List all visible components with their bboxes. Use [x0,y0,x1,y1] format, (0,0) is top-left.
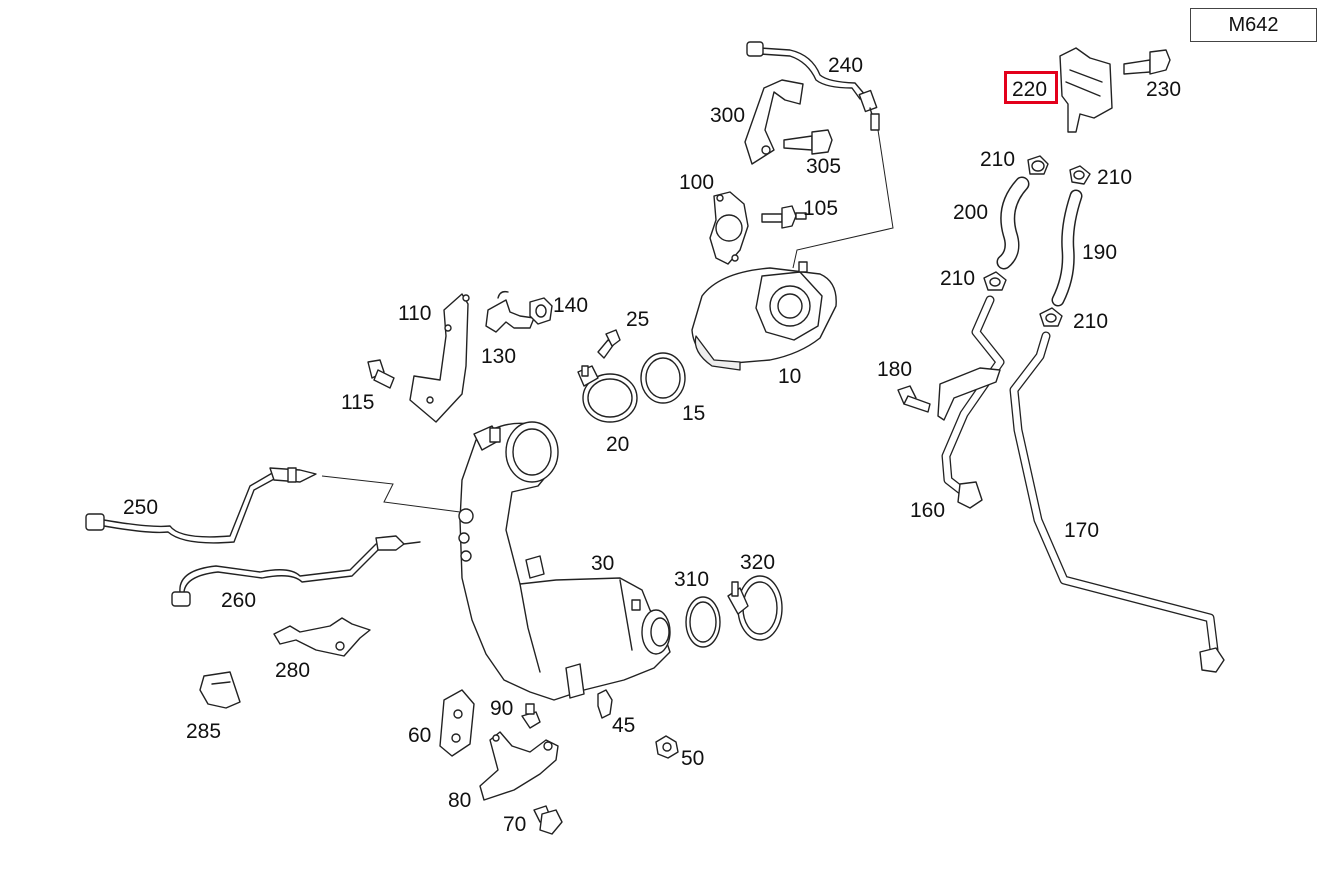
callout-115: 115 [341,391,374,414]
part-210-hose-clamp[interactable] [983,271,1007,291]
callout-labels: 240 300 305 100 105 10 15 20 25 110 130 … [123,54,1181,836]
part-10-particulate-filter[interactable] [691,261,837,371]
callout-210: 210 [940,267,975,290]
part-50-nut[interactable] [655,735,679,759]
callout-160: 160 [910,499,945,522]
callout-50: 50 [681,747,704,770]
callout-300: 300 [710,104,745,127]
highlighted-part-marker [1004,71,1058,104]
part-310-gasket-ring[interactable] [685,596,721,648]
part-130-clip[interactable] [485,290,535,333]
part-170-pipe[interactable] [1009,331,1225,673]
part-20-clamp[interactable] [577,365,638,423]
callout-80: 80 [448,789,471,812]
callout-230: 230 [1146,78,1181,101]
part-250-sensor-cable[interactable] [85,467,317,544]
part-115-fitting[interactable] [367,359,395,389]
part-15-gasket-ring[interactable] [640,352,686,404]
callout-130: 130 [481,345,516,368]
callout-190: 190 [1082,241,1117,264]
callout-285: 285 [186,720,221,743]
part-160-pipe[interactable] [937,295,1005,509]
part-240-exhaust-temperature-sensor[interactable] [746,41,880,131]
part-210-hose-clamp[interactable] [1039,307,1063,327]
callout-280: 280 [275,659,310,682]
callout-100: 100 [679,171,714,194]
callout-220: 220 [1012,78,1047,101]
callout-260: 260 [221,589,256,612]
callout-250: 250 [123,496,158,519]
callout-60: 60 [408,724,431,747]
part-90-bolt[interactable] [521,703,541,729]
part-30-catalytic-converter[interactable] [458,421,671,701]
callout-310: 310 [674,568,709,591]
callout-240: 240 [828,54,863,77]
part-230-bolt[interactable] [1123,49,1171,75]
part-110-bracket[interactable] [409,293,470,423]
callout-70: 70 [503,813,526,836]
leader-line [321,475,461,513]
part-70-bolt[interactable] [533,805,563,835]
part-190-hose[interactable] [1051,189,1083,307]
callout-210: 210 [980,148,1015,171]
part-60-plate[interactable] [439,689,475,757]
part-305-bolt[interactable] [783,129,833,155]
callout-25: 25 [626,308,649,331]
part-300-bracket[interactable] [744,79,804,165]
part-210-hose-clamp[interactable] [1027,155,1049,175]
part-45-clip[interactable] [597,689,613,719]
engine-model-label: M642 [1190,8,1317,42]
callout-110: 110 [398,302,431,325]
part-200-hose[interactable] [996,176,1030,270]
leader-line [792,129,894,269]
part-25-bolt[interactable] [597,329,621,359]
callout-180: 180 [877,358,912,381]
callout-45: 45 [612,714,635,737]
part-280-bracket[interactable] [273,617,371,657]
callout-210: 210 [1097,166,1132,189]
callout-10: 10 [778,365,801,388]
callout-140: 140 [553,294,588,317]
part-260-sensor-cable[interactable] [171,535,421,607]
callout-200: 200 [953,201,988,224]
part-220-pressure-sensor[interactable] [1059,47,1113,133]
callout-305: 305 [806,155,841,178]
part-320-clamp[interactable] [727,575,783,641]
part-100-gasket[interactable] [709,191,749,265]
callout-90: 90 [490,697,513,720]
part-80-bracket[interactable] [479,731,559,801]
callout-210: 210 [1073,310,1108,333]
callout-20: 20 [606,433,629,456]
part-210-hose-clamp[interactable] [1069,165,1091,185]
callout-105: 105 [803,197,838,220]
callout-30: 30 [591,552,614,575]
callout-15: 15 [682,402,705,425]
part-180-bolt[interactable] [897,385,931,413]
callout-320: 320 [740,551,775,574]
callout-170: 170 [1064,519,1099,542]
part-285-clip[interactable] [199,671,241,709]
part-105-stud[interactable] [761,205,807,229]
part-140-nut[interactable] [529,297,553,325]
